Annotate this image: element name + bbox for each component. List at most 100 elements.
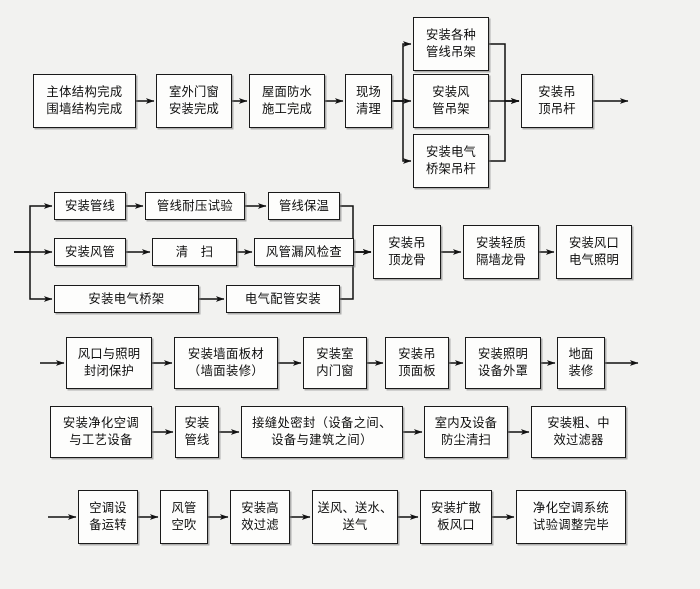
flow-node-label: 施工完成	[262, 102, 312, 116]
flow-node-label: 安装净化空调	[62, 416, 140, 431]
flow-node-n23[interactable]: 安装吊顶面板	[385, 337, 449, 389]
flow-node-label: 风管	[171, 501, 197, 516]
flow-node-label: 风管漏风检查	[265, 244, 343, 259]
flow-node-label: 安装墙面板材	[187, 347, 265, 362]
flow-node-n25[interactable]: 地面装修	[557, 337, 605, 389]
flow-node-label: 安装扩散	[431, 501, 481, 516]
flow-node-label: 效过滤器	[553, 433, 604, 447]
flow-node-label: 桥架吊杆	[426, 162, 476, 176]
flow-node-label: 安装粗、中	[547, 416, 610, 431]
flow-node-label: 电气配管安装	[244, 291, 322, 306]
flow-node-label: 与工艺设备	[69, 433, 133, 447]
flow-node-n27[interactable]: 安装管线	[175, 406, 219, 458]
flow-node-n33[interactable]: 安装高效过滤	[230, 490, 290, 544]
flow-node-label: 主体结构完成	[46, 85, 123, 100]
flow-node-label: 安装管线	[65, 198, 115, 213]
flow-node-label: （墙面装修）	[187, 364, 265, 378]
flow-node-label: 管线保温	[279, 198, 329, 213]
flow-node-n4[interactable]: 现场清理	[345, 74, 392, 128]
flow-node-n12[interactable]: 安装风管	[54, 238, 126, 266]
flow-node-label: 安装照明	[478, 347, 528, 362]
flow-node-n9[interactable]: 安装管线	[54, 192, 126, 220]
flow-node-n35[interactable]: 安装扩散板风口	[420, 490, 492, 544]
flow-node-n36[interactable]: 净化空调系统试验调整完毕	[516, 490, 626, 544]
flow-node-label: 管线	[184, 433, 210, 447]
flow-node-label: 送风、送水、	[317, 501, 393, 516]
flow-node-label: 接缝处密封（设备之间、	[252, 416, 392, 431]
flow-node-n22[interactable]: 安装室内门窗	[303, 337, 367, 389]
flow-node-label: 安装各种	[426, 28, 476, 43]
flow-node-label: 管吊架	[432, 102, 470, 116]
flow-node-label: 管线耐压试验	[156, 198, 234, 213]
flow-node-n18[interactable]: 安装轻质隔墙龙骨	[463, 225, 539, 279]
flow-node-n1[interactable]: 主体结构完成围墙结构完成	[33, 74, 136, 128]
flow-node-label: 顶龙骨	[388, 253, 426, 267]
flow-node-label: 安装风	[432, 85, 470, 100]
flow-node-label: 装修	[568, 364, 594, 378]
flow-node-n14[interactable]: 风管漏风检查	[254, 238, 354, 266]
flow-node-label: 清理	[356, 102, 381, 116]
flow-node-label: 室外门窗	[169, 85, 219, 100]
flow-node-n2[interactable]: 室外门窗安装完成	[156, 74, 232, 128]
flow-node-n28[interactable]: 接缝处密封（设备之间、设备与建筑之间）	[241, 406, 403, 458]
flow-node-label: 安装风口	[569, 236, 619, 251]
flow-node-label: 设备与建筑之间）	[271, 433, 373, 447]
flow-node-label: 屋面防水	[262, 85, 312, 100]
flow-node-n31[interactable]: 空调设备运转	[78, 490, 138, 544]
flow-node-n32[interactable]: 风管空吹	[160, 490, 208, 544]
flow-node-n3[interactable]: 屋面防水施工完成	[249, 74, 325, 128]
flow-node-n21[interactable]: 安装墙面板材 （墙面装修）	[174, 337, 278, 389]
flow-node-n20[interactable]: 风口与照明封闭保护	[66, 337, 152, 389]
flow-node-label: 试验调整完毕	[532, 518, 610, 532]
flow-node-label: 空吹	[171, 518, 197, 532]
flow-node-n13[interactable]: 清 扫	[152, 238, 237, 266]
flow-node-n10[interactable]: 管线耐压试验	[145, 192, 245, 220]
flow-node-label: 隔墙龙骨	[476, 253, 526, 267]
flow-node-label: 净化空调系统	[532, 501, 610, 516]
conn-entry-n9	[14, 202, 53, 253]
flow-node-n34[interactable]: 送风、送水、送气	[312, 490, 398, 544]
conn-n5-n8	[489, 43, 520, 104]
flow-node-label: 设备外罩	[478, 364, 528, 378]
flow-node-label: 安装电气	[426, 145, 476, 160]
flow-node-n17[interactable]: 安装吊顶龙骨	[373, 225, 441, 279]
flow-node-n8[interactable]: 安装吊顶吊杆	[521, 74, 593, 128]
flow-node-n5[interactable]: 安装各种管线吊架	[413, 17, 489, 71]
flow-node-label: 室内及设备	[434, 416, 498, 431]
flow-node-label: 顶面板	[398, 364, 436, 378]
conn-entry-n15	[14, 251, 53, 302]
flow-node-label: 板风口	[437, 518, 475, 532]
flow-node-label: 顶吊杆	[538, 102, 576, 116]
flow-node-n15[interactable]: 安装电气桥架	[54, 285, 199, 313]
flow-node-n7[interactable]: 安装电气桥架吊杆	[413, 134, 489, 188]
flow-node-label: 电气照明	[569, 253, 619, 267]
flow-node-label: 空调设	[89, 501, 127, 516]
flow-node-label: 内门窗	[316, 364, 354, 378]
flow-node-label: 清 扫	[175, 244, 214, 259]
flow-node-label: 安装风管	[65, 244, 115, 259]
flow-node-label: 现场	[356, 85, 381, 100]
flow-node-label: 送气	[342, 518, 368, 532]
flow-node-label: 效过滤	[241, 518, 279, 532]
flow-node-n19[interactable]: 安装风口电气照明	[556, 225, 632, 279]
flow-node-label: 安装完成	[169, 102, 219, 116]
flow-node-label: 封闭保护	[84, 364, 134, 378]
flow-node-label: 地面	[568, 347, 594, 362]
flow-node-label: 风口与照明	[77, 347, 141, 362]
conn-n4-n5	[392, 40, 412, 102]
flow-node-label: 安装室	[316, 347, 354, 362]
flow-node-label: 安装	[184, 416, 210, 431]
conn-n7-n8	[489, 97, 520, 162]
flow-node-label: 安装轻质	[476, 236, 526, 251]
flow-node-n29[interactable]: 室内及设备防尘清扫	[424, 406, 508, 458]
flow-node-n16[interactable]: 电气配管安装	[226, 285, 340, 313]
flow-node-label: 安装吊	[538, 85, 576, 100]
flow-node-n11[interactable]: 管线保温	[268, 192, 340, 220]
flow-node-n6[interactable]: 安装风管吊架	[413, 74, 489, 128]
flow-node-n30[interactable]: 安装粗、中效过滤器	[531, 406, 626, 458]
flow-node-n24[interactable]: 安装照明设备外罩	[465, 337, 541, 389]
flow-node-n26[interactable]: 安装净化空调与工艺设备	[50, 406, 152, 458]
conn-n4-n7	[392, 100, 412, 164]
flow-node-label: 安装电气桥架	[88, 291, 165, 306]
